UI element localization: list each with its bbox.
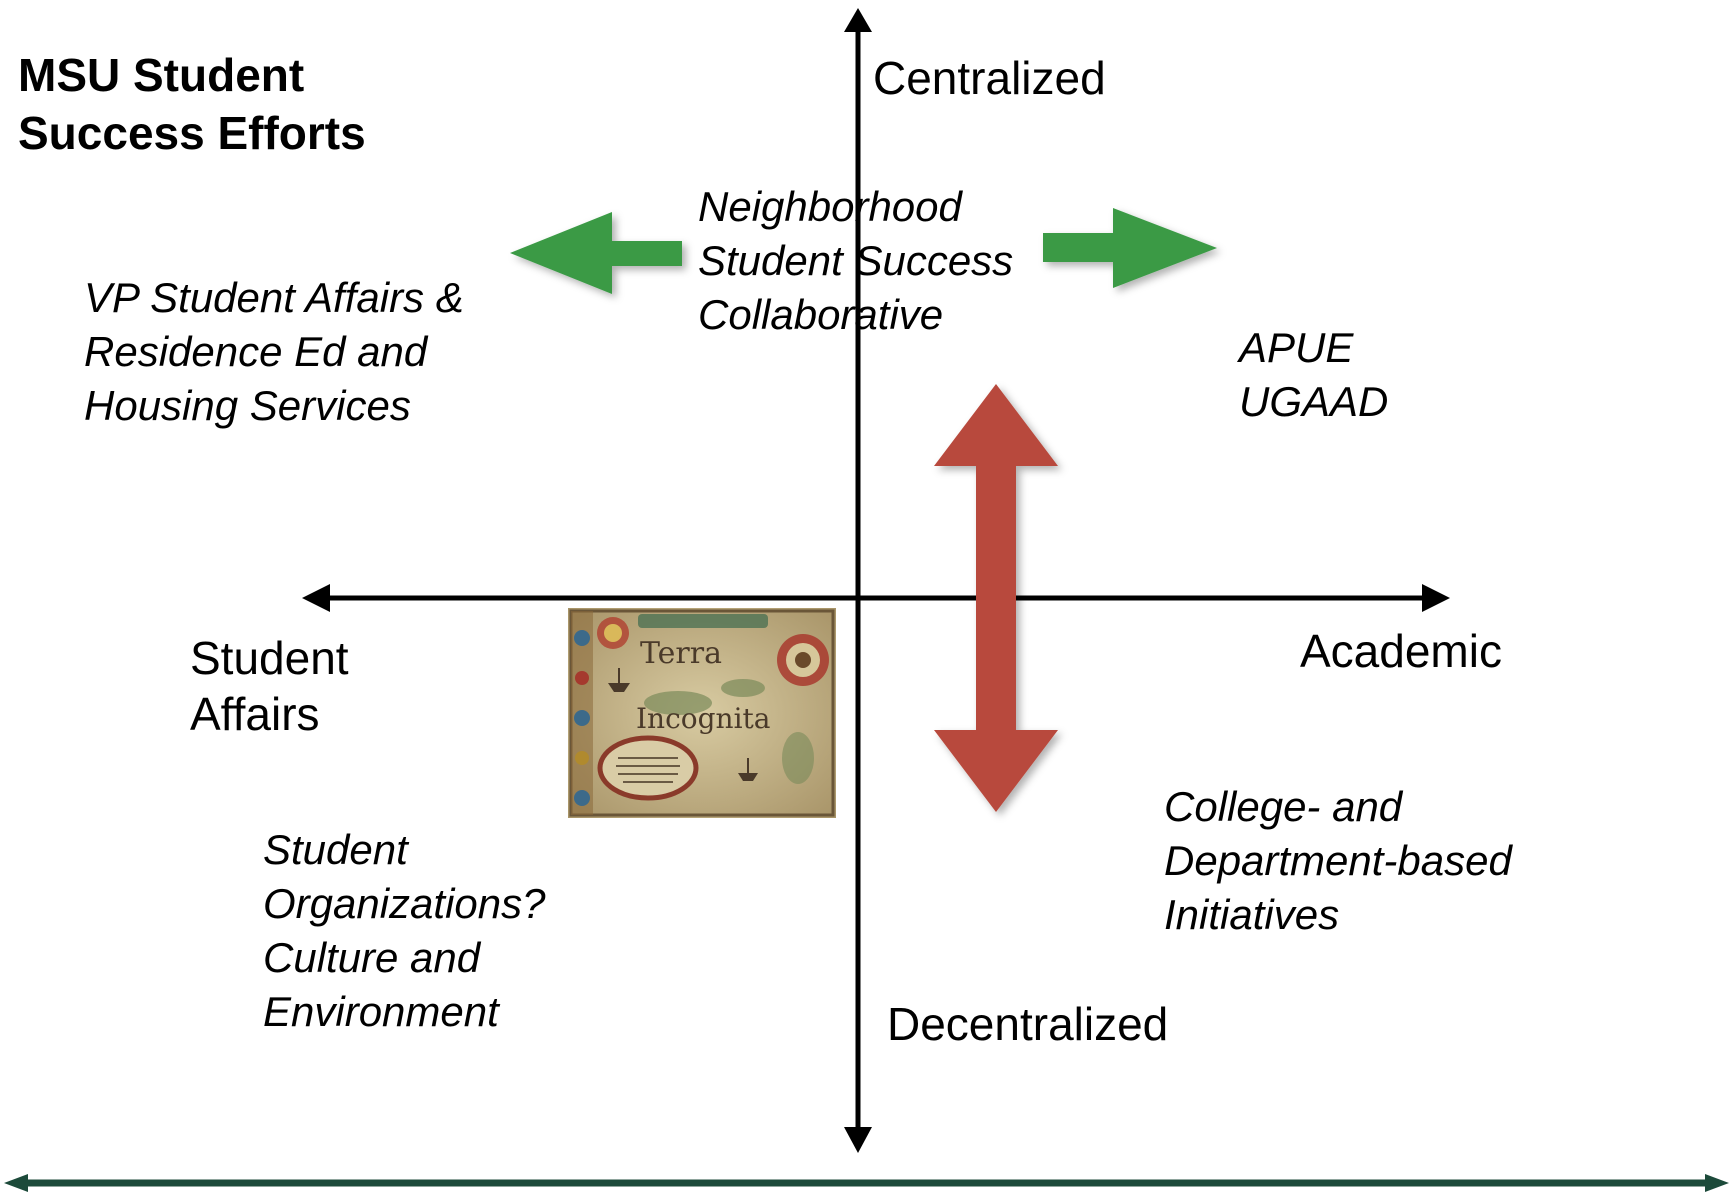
node-line: APUE	[1239, 324, 1354, 371]
axis-label-decentralized: Decentralized	[887, 998, 1169, 1050]
node-line: Student Success	[698, 237, 1014, 284]
map-text-terra: Terra	[640, 636, 722, 671]
vertical-axis-bottom-arrowhead	[844, 1127, 872, 1153]
node-line: Organizations?	[263, 880, 546, 927]
node-line: Environment	[263, 988, 499, 1035]
map-text-incognita: Incognita	[636, 702, 771, 735]
terra-incognita-map-image: Terra Incognita	[568, 608, 836, 818]
title-line-1: MSU Student	[18, 49, 305, 101]
axis-label-student-affairs-line-1: Student	[190, 632, 349, 684]
node-line: Residence Ed and	[84, 328, 428, 375]
node-vp-student-affairs: VP Student Affairs & Residence Ed and Ho…	[84, 271, 464, 433]
node-line: Culture and	[263, 934, 481, 981]
node-line: UGAAD	[1239, 378, 1389, 425]
vertical-axis-top-arrowhead	[844, 8, 872, 32]
axis-label-centralized: Centralized	[873, 52, 1106, 104]
node-line: Department-based	[1164, 837, 1512, 884]
horizontal-axis-left-arrowhead	[302, 584, 330, 612]
node-line: Initiatives	[1164, 891, 1340, 938]
diagram-title: MSU Student Success Efforts	[18, 46, 366, 162]
node-student-organizations: Student Organizations? Culture and Envir…	[263, 823, 546, 1039]
node-line: Housing Services	[84, 382, 411, 429]
node-line: Collaborative	[698, 291, 944, 338]
node-line: Student	[263, 826, 408, 873]
axis-label-student-affairs: Student Affairs	[190, 630, 349, 742]
node-line: Neighborhood	[698, 183, 962, 230]
axis-label-academic: Academic	[1300, 625, 1502, 677]
node-line: College- and	[1164, 783, 1403, 830]
bottom-bar-right-arrowhead	[1705, 1174, 1729, 1192]
horizontal-axis-right-arrowhead	[1422, 584, 1450, 612]
node-apue-ugaad: APUE UGAAD	[1239, 321, 1388, 429]
node-college-department: College- and Department-based Initiative…	[1164, 780, 1512, 942]
bottom-bar-left-arrowhead	[4, 1174, 28, 1192]
node-neighborhood-collaborative: Neighborhood Student Success Collaborati…	[698, 180, 1013, 342]
red-double-arrow	[934, 384, 1058, 812]
title-line-2: Success Efforts	[18, 107, 366, 159]
node-line: VP Student Affairs &	[84, 274, 464, 321]
axis-label-student-affairs-line-2: Affairs	[190, 688, 320, 740]
green-arrow-right	[1043, 208, 1217, 288]
green-arrow-left	[510, 212, 682, 294]
